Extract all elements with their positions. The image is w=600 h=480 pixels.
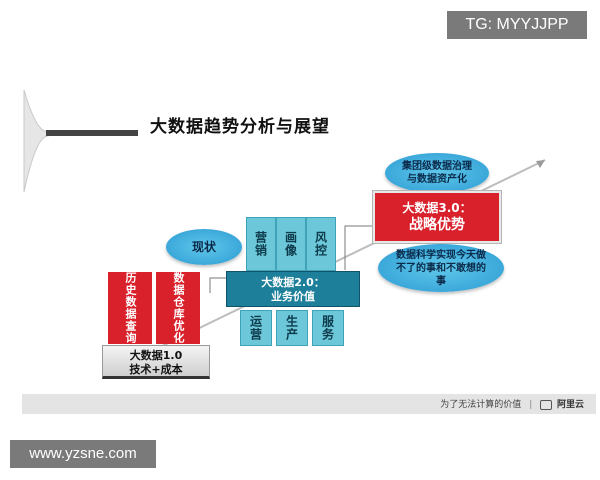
governance-ellipse: 集团级数据治理与数据资产化 <box>385 153 489 193</box>
funnel-decoration <box>23 89 138 193</box>
v2-bottom-item: 运营 <box>240 310 272 346</box>
footer-text: 为了无法计算的价值 | 阿里云 <box>440 397 584 410</box>
watermark: www.yzsne.com <box>10 440 156 468</box>
v2-top-label: 画像 <box>283 231 298 257</box>
v1-column-history-query: 历史数据查询 <box>108 272 152 344</box>
data-science-label: 数据科学实现今天做不了的事和不敢想的事 <box>396 249 486 287</box>
v3-label: 大数据3.0： <box>402 201 472 215</box>
v2-top-label: 营销 <box>253 231 268 257</box>
v2-sub: 业务价值 <box>271 290 315 303</box>
footer-divider: | <box>529 400 533 410</box>
governance-label: 集团级数据治理与数据资产化 <box>402 161 472 185</box>
tg-badge: TG: MYYJJPP <box>447 11 587 39</box>
v2-bottom-label: 生产 <box>284 315 299 341</box>
current-state-ellipse: 现状 <box>166 229 242 265</box>
v2-top-label: 风控 <box>313 231 328 257</box>
v1-sub: 技术+成本 <box>129 363 183 376</box>
v2-top-item: 风控 <box>306 217 336 271</box>
footer-slogan: 为了无法计算的价值 <box>440 400 522 410</box>
v1-column-warehouse: 数据仓库优化 <box>156 272 200 344</box>
current-state-label: 现状 <box>191 239 216 254</box>
slide-title: 大数据趋势分析与展望 <box>150 117 330 137</box>
v2-bottom-label: 服务 <box>320 315 335 341</box>
cloud-logo-icon <box>540 399 553 410</box>
v2-bottom-item: 服务 <box>312 310 344 346</box>
v1-base-box: 大数据1.0 技术+成本 <box>102 345 210 379</box>
v2-label: 大数据2.0： <box>261 276 325 289</box>
v2-top-item: 营销 <box>246 217 276 271</box>
data-science-ellipse: 数据科学实现今天做不了的事和不敢想的事 <box>378 244 504 292</box>
slide-footer: 为了无法计算的价值 | 阿里云 <box>22 394 596 414</box>
v1-label: 大数据1.0 <box>129 349 183 362</box>
v2-bottom-label: 运营 <box>248 315 263 341</box>
v1-column-label: 历史数据查询 <box>124 272 137 344</box>
v2-base-box: 大数据2.0： 业务价值 <box>226 271 360 307</box>
v2-top-item: 画像 <box>276 217 306 271</box>
v2-bottom-item: 生产 <box>276 310 308 346</box>
v3-strategic-box: 大数据3.0： 战略优势 <box>373 191 501 243</box>
v3-sub: 战略优势 <box>409 217 465 233</box>
footer-logo: 阿里云 <box>556 400 584 410</box>
v1-column-label: 数据仓库优化 <box>172 272 185 344</box>
